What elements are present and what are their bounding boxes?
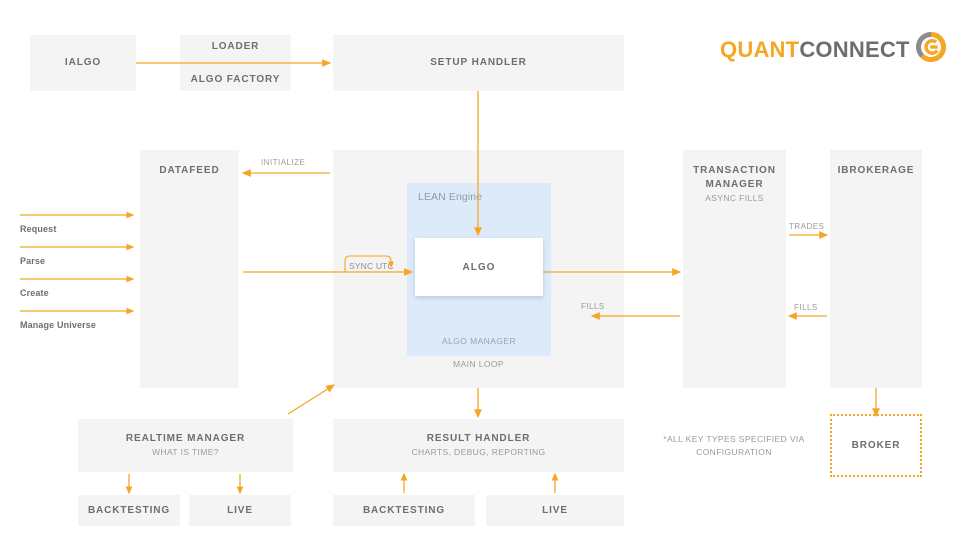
footnote-text: *ALL KEY TYPES SPECIFIED VIA CONFIGURATI… <box>663 434 805 457</box>
box-broker[interactable]: BROKER <box>830 414 922 477</box>
box-setup-handler[interactable]: SETUP HANDLER <box>333 35 624 91</box>
box-setup-handler-title: SETUP HANDLER <box>430 57 527 69</box>
box-realtime-backtesting[interactable]: BACKTESTING <box>78 495 180 526</box>
connector-label-trades: TRADES <box>789 222 825 231</box>
main-loop-label: MAIN LOOP <box>452 359 505 369</box>
box-loader-title: LOADER <box>211 40 260 52</box>
box-ibrokerage[interactable]: IBROKERAGE <box>830 150 922 388</box>
box-result-handler-subtitle: CHARTS, DEBUG, REPORTING <box>411 447 546 458</box>
box-ibrokerage-title: IBROKERAGE <box>837 165 915 176</box>
box-datafeed-title: DATAFEED <box>159 165 220 176</box>
lean-engine-label: LEAN Engine <box>418 191 483 203</box>
logo-word-quant: QUANT <box>720 36 800 62</box>
box-realtime-manager-title: REALTIME MANAGER <box>125 432 246 444</box>
box-transaction-manager-subtitle: ASYNC FILLS <box>705 193 764 203</box>
flow-label-parse: Parse <box>20 256 46 266</box>
logo-word-connect: CONNECT <box>799 36 910 62</box>
box-algo-factory-title: ALGO FACTORY <box>190 74 281 85</box>
box-algo-title: ALGO <box>462 261 496 273</box>
box-ialgo-title: IALGO <box>64 57 102 69</box>
box-realtime-live-title: LIVE <box>227 504 253 516</box>
connector-label-initialize: INITIALIZE <box>261 158 306 167</box>
flow-label-create: Create <box>20 288 49 298</box>
box-transaction-manager-title: TRANSACTION MANAGER <box>693 165 776 190</box>
box-realtime-live[interactable]: LIVE <box>189 495 291 526</box>
quantconnect-logo: QUANTCONNECT <box>720 31 946 67</box>
box-algo[interactable]: ALGO <box>415 238 543 296</box>
box-loader-algo-factory[interactable]: LOADER ALGO FACTORY <box>180 35 291 91</box>
box-result-handler-title: RESULT HANDLER <box>426 432 531 444</box>
connector-label-fills-center: FILLS <box>581 302 605 311</box>
box-result-live[interactable]: LIVE <box>486 495 624 526</box>
box-result-backtesting[interactable]: BACKTESTING <box>333 495 475 526</box>
box-realtime-manager-subtitle: WHAT IS TIME? <box>152 447 219 458</box>
box-broker-title: BROKER <box>851 439 901 451</box>
box-transaction-manager[interactable]: TRANSACTION MANAGER ASYNC FILLS <box>683 150 786 388</box>
logo-wordmark: QUANTCONNECT <box>720 36 910 62</box>
flow-label-request: Request <box>20 224 57 234</box>
box-result-live-title: LIVE <box>542 504 568 516</box>
box-realtime-manager[interactable]: REALTIME MANAGER WHAT IS TIME? <box>78 419 293 472</box>
box-result-backtesting-title: BACKTESTING <box>362 504 446 516</box>
box-datafeed[interactable]: DATAFEED <box>140 150 239 388</box>
algo-manager-label: ALGO MANAGER <box>441 336 517 346</box>
flow-label-manage-universe: Manage Universe <box>20 320 97 330</box>
box-ialgo[interactable]: IALGO <box>30 35 136 91</box>
connector-label-fills-right: FILLS <box>794 303 818 312</box>
quantconnect-circle-logo-icon <box>915 31 946 67</box>
box-result-handler[interactable]: RESULT HANDLER CHARTS, DEBUG, REPORTING <box>333 419 624 472</box>
arrow-realtime-manager-to-engine <box>287 384 336 415</box>
box-realtime-backtesting-title: BACKTESTING <box>87 504 171 516</box>
connector-label-sync-utc: SYNC UTC <box>349 261 394 271</box>
